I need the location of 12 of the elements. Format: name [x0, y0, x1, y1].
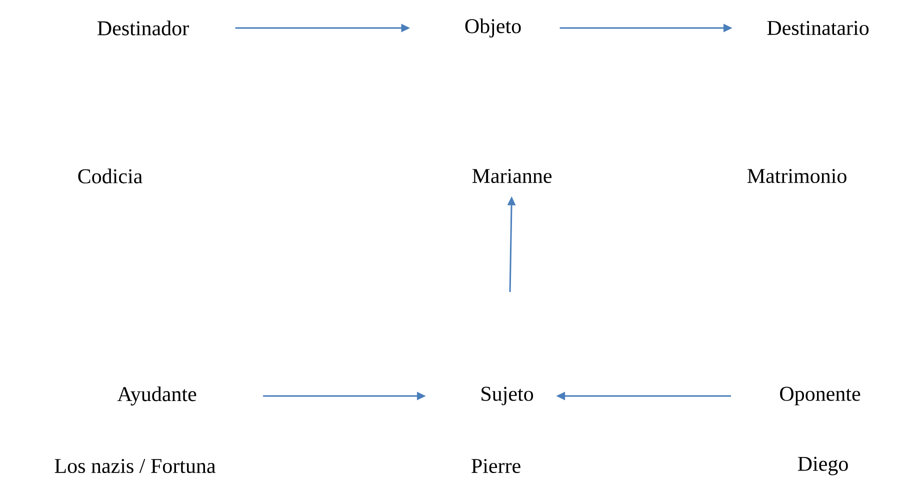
node-text: Ayudante [117, 386, 196, 406]
node-text: Marianne [472, 168, 552, 184]
node-text: Destinador [98, 20, 189, 36]
label: Pierre [472, 458, 520, 474]
node-text: Objeto [465, 18, 521, 38]
label: Diego [798, 456, 848, 476]
node-text: Sujeto [482, 386, 534, 406]
node-text: Destinatario [767, 20, 869, 36]
label: Los nazis / Fortuna [54, 458, 216, 474]
node-text: Oponente [780, 386, 860, 406]
label: Codicia [78, 168, 142, 184]
label: Matrimonio [747, 168, 846, 184]
